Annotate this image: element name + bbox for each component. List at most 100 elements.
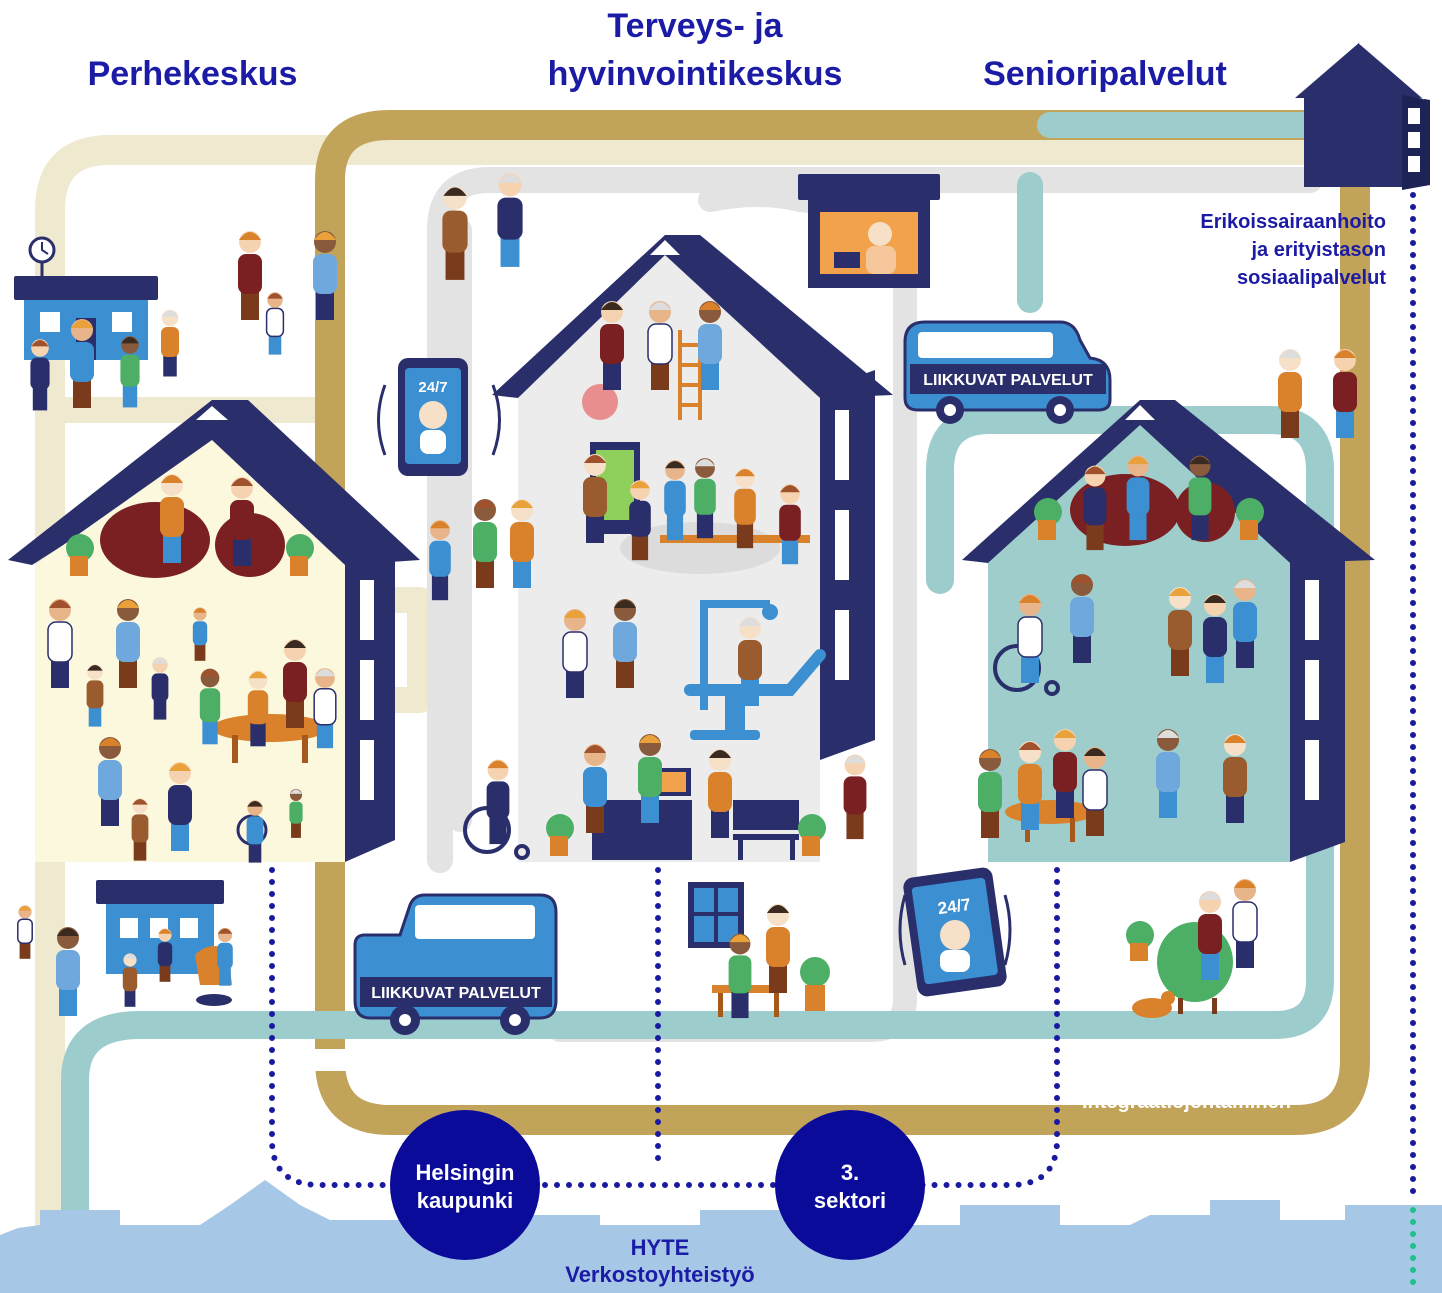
person-figure — [283, 639, 307, 728]
city-circle — [390, 1110, 540, 1260]
person-figure — [289, 788, 303, 838]
person-figure — [1082, 747, 1108, 836]
senior-house-roof — [962, 400, 1375, 563]
phone-icon: 24/7 — [377, 358, 501, 476]
person-figure — [583, 454, 607, 543]
person-figure — [583, 744, 607, 833]
person-figure — [1156, 729, 1180, 818]
dotted-connectors — [269, 192, 1416, 1293]
plant-icon — [66, 534, 94, 576]
integration-label: Integraatiojohtaminen — [1082, 1091, 1291, 1113]
climbing-ladder — [678, 330, 702, 420]
third-sector-label-line2: sektori — [813, 1188, 887, 1213]
health-center-heading-line2: hyvinvointikeskus — [547, 55, 843, 93]
person-figure — [192, 607, 208, 661]
reception-desk — [592, 768, 692, 860]
road-family-cream — [35, 135, 1325, 1293]
road-white-inner — [94, 1049, 1331, 1293]
plant-icon — [800, 957, 830, 1011]
person-figure — [1188, 455, 1212, 541]
person-figure — [510, 499, 534, 588]
person-figure — [70, 319, 94, 408]
plant-icon — [1126, 921, 1154, 961]
person-figure — [978, 749, 1002, 838]
plant-icon — [798, 814, 826, 856]
road-senior-teal-top — [1017, 112, 1343, 313]
plant-icon — [546, 814, 574, 856]
exercise-ball — [582, 384, 618, 420]
person-figure — [497, 173, 523, 267]
special-care-building — [1295, 40, 1430, 190]
person-figure — [613, 599, 637, 688]
senior-services-heading: Senioripalvelut — [983, 55, 1227, 93]
person-figure — [843, 754, 867, 840]
person-figure — [1168, 587, 1192, 676]
person-figure — [151, 657, 169, 720]
person-figure — [199, 668, 221, 745]
person-figure — [122, 953, 138, 1007]
special-care-label-line1: Erikoissairaanhoito — [1200, 211, 1386, 233]
person-figure — [1333, 349, 1357, 438]
person-figure — [1018, 741, 1042, 830]
plant-icon — [286, 534, 314, 576]
laptop-icon — [834, 252, 860, 268]
person-figure — [473, 499, 497, 588]
health-center-heading-line1: Terveys- ja — [607, 7, 783, 45]
person-figure — [313, 231, 337, 320]
person-figure — [728, 933, 752, 1019]
van-label-bottom: LIIKKUVAT PALVELUT — [371, 985, 541, 1002]
person-figure — [664, 460, 686, 541]
person-figure — [168, 762, 192, 851]
person-figure — [116, 599, 140, 688]
person-figure — [1278, 349, 1302, 438]
person-figure — [160, 474, 184, 563]
person-figure — [1198, 891, 1222, 980]
city-skyline — [0, 1180, 1442, 1293]
waiting-bench — [733, 800, 799, 860]
person-figure — [429, 520, 451, 601]
plant-icon — [1034, 498, 1062, 540]
person-figure — [1083, 465, 1107, 551]
person-figure — [1223, 734, 1247, 823]
person-figure — [600, 301, 624, 390]
person-figure — [1070, 574, 1094, 663]
phone-icon: 24/7 — [898, 867, 1012, 997]
special-care-label-line3: sosiaalipalvelut — [1237, 267, 1386, 289]
people-figures — [17, 173, 1357, 1019]
phone-24-7-label: 24/7 — [937, 895, 972, 918]
person-figure — [120, 336, 140, 408]
person-figure — [246, 800, 264, 863]
cat-icon — [1132, 991, 1175, 1018]
person-figure — [217, 927, 233, 986]
special-care-label-line2: ja erityistason — [1251, 239, 1386, 261]
plant-icon — [1236, 498, 1264, 540]
person-figure — [698, 301, 722, 390]
city-circle-label-line2: kaupunki — [416, 1188, 514, 1213]
city-circle-label-line1: Helsingin — [415, 1160, 515, 1185]
person-figure — [98, 737, 122, 826]
road-senior-teal — [61, 406, 1334, 1293]
network-label-line1: HYTE — [630, 1235, 690, 1260]
family-center-heading: Perhekeskus — [87, 55, 298, 93]
network-label-line2: Verkostoyhteistyö — [565, 1262, 755, 1287]
van-icon: LIIKKUVAT PALVELUT — [903, 320, 1112, 424]
dentist-chair — [684, 600, 826, 740]
person-figure — [131, 798, 149, 861]
person-figure — [230, 477, 254, 566]
person-figure — [161, 309, 179, 377]
person-figure — [638, 734, 662, 823]
remote-consultation-house — [798, 174, 940, 288]
person-figure — [766, 904, 790, 993]
person-figure — [86, 664, 104, 727]
person-figure — [779, 484, 801, 565]
road-integration-gold — [315, 110, 1370, 1135]
third-sector-label-line1: 3. — [840, 1160, 860, 1185]
person-figure — [247, 670, 269, 747]
person-figure — [694, 458, 716, 539]
person-figure — [647, 301, 673, 390]
person-figure — [442, 186, 468, 280]
person-figure — [1232, 879, 1258, 968]
third-sector-circle — [775, 1110, 925, 1260]
